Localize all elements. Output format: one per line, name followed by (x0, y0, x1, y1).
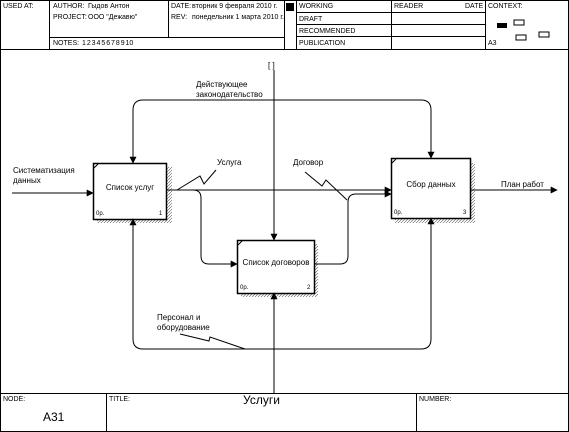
box-3-cost: 0р. (394, 210, 403, 216)
contract-arrow-label: Договор (293, 158, 324, 167)
node-label: NODE: (3, 396, 26, 403)
status-draft: DRAFT (299, 16, 323, 23)
service-arrow-label: Услуга (217, 158, 242, 167)
contract-arrow-from-box2[interactable] (314, 190, 392, 265)
context-label: CONTEXT: (488, 3, 523, 10)
working-status-marker (286, 3, 294, 11)
box-3-label: Сбор данных (406, 180, 456, 189)
context-node: A3 (488, 40, 497, 47)
box-1-label: Список услуг (105, 183, 155, 192)
title-label: TITLE: (109, 396, 131, 403)
service-arrow[interactable] (166, 189, 238, 268)
status-recommended: RECOMMENDED (299, 28, 356, 35)
box-2-label: Список договоров (242, 258, 310, 267)
status-working: WORKING (299, 3, 334, 10)
box-1-number: 1 (159, 211, 163, 217)
rev-value: понедельник 1 марта 2010 г. (192, 14, 284, 21)
date-column-label: DATE (465, 3, 484, 10)
contract-leader (304, 171, 348, 201)
notes-label: NOTES: (53, 40, 80, 47)
footer-grid (0, 393, 569, 432)
control-arrow-box3[interactable] (274, 99, 435, 159)
input-arrow-label: Систематизация данных (13, 166, 75, 185)
date-label: DATE: (171, 3, 192, 10)
header-grid (0, 0, 569, 50)
box-1-cost: 0р. (96, 211, 105, 217)
diagram-title: Услуги (243, 393, 280, 407)
box-2-number: 2 (307, 285, 311, 291)
mechanism-leader (179, 333, 246, 350)
node-value: A31 (43, 410, 65, 424)
control-arrow-label: Действующее законодательство (196, 80, 263, 99)
rev-label: REV: (171, 14, 188, 21)
date-value: вторник 9 февраля 2010 г. (192, 3, 278, 10)
box-3-number: 3 (463, 210, 467, 216)
used-at-label: USED AT: (3, 3, 34, 10)
project-label: PROJECT: (53, 14, 87, 21)
service-leader (176, 169, 217, 191)
activity-box-2[interactable] (236, 239, 316, 295)
mechanism-arrow-box3[interactable] (274, 217, 435, 350)
author-value: Гыдов Антон (88, 3, 130, 10)
project-value: ООО "Дежавю" (88, 14, 138, 21)
mechanism-arrow-box1[interactable] (129, 218, 274, 350)
box-2-cost: 0р. (240, 285, 249, 291)
number-label: NUMBER: (419, 396, 452, 403)
notes-values: 1 2 3 4 5 6 7 8 9 10 (82, 40, 134, 47)
tunnel-marker: [ ] (268, 61, 275, 70)
reader-label: READER (394, 3, 424, 10)
mechanism-arrow-label: Персонал и оборудование (157, 313, 210, 332)
author-label: AUTHOR: (53, 3, 85, 10)
output-arrow-label: План работ (501, 180, 544, 189)
status-publication: PUBLICATION (299, 40, 346, 47)
context-thumbnail (497, 19, 550, 41)
control-arrow-box1[interactable] (129, 99, 274, 164)
